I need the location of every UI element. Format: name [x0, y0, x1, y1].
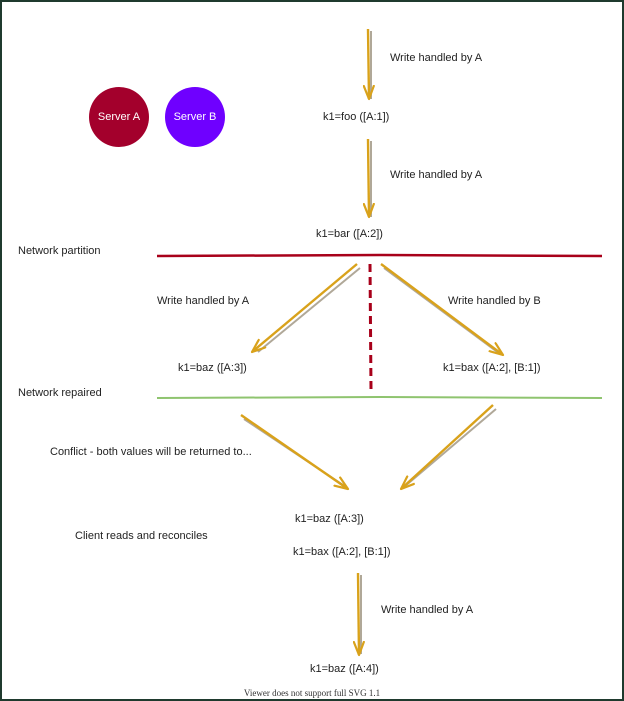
returned-value-bax: k1=bax ([A:2], [B:1]) — [293, 546, 391, 558]
arrow-to-server-b-side — [380, 263, 503, 355]
value-bax: k1=bax ([A:2], [B:1]) — [443, 362, 541, 374]
server-b-node: Server B — [165, 87, 225, 147]
server-a-node: Server A — [89, 87, 149, 147]
client-reads-label: Client reads and reconciles — [75, 530, 208, 542]
write-label-a-1: Write handled by A — [390, 52, 483, 64]
write-label-a-3: Write handled by A — [157, 295, 250, 307]
value-baz-a3: k1=baz ([A:3]) — [178, 362, 247, 374]
arrow-write-a-2 — [368, 138, 371, 217]
network-partition-label: Network partition — [18, 245, 101, 257]
network-partition-line — [156, 253, 603, 258]
returned-value-baz: k1=baz ([A:3]) — [295, 513, 364, 525]
arrow-write-a-1 — [368, 28, 371, 99]
arrow-write-a-4 — [358, 572, 361, 655]
value-bar: k1=bar ([A:2]) — [316, 228, 383, 240]
partition-barrier-line — [368, 263, 373, 391]
network-repaired-line — [156, 395, 603, 399]
arrow-to-server-a-side — [252, 263, 361, 352]
viewer-support-notice: Viewer does not support full SVG 1.1 — [243, 688, 381, 698]
network-repaired-label: Network repaired — [18, 387, 102, 399]
arrow-conflict-right — [401, 404, 497, 489]
arrow-conflict-left — [240, 414, 348, 489]
server-a-label: Server A — [97, 111, 141, 123]
write-label-b: Write handled by B — [448, 295, 541, 307]
value-foo: k1=foo ([A:1]) — [323, 111, 390, 123]
server-b-label: Server B — [173, 111, 217, 123]
write-label-a-4: Write handled by A — [381, 604, 474, 616]
value-baz-a4: k1=baz ([A:4]) — [310, 663, 379, 675]
write-label-a-2: Write handled by A — [390, 169, 483, 181]
conflict-label: Conflict - both values will be returned … — [50, 446, 252, 458]
